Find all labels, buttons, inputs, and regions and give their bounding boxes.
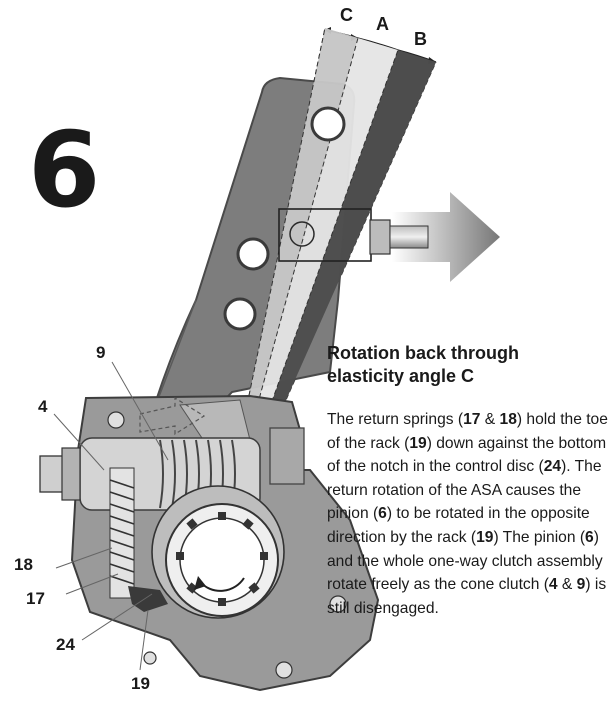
pull-direction-arrow	[392, 192, 500, 282]
callout-19: 19	[131, 674, 150, 693]
callout-24: 24	[56, 635, 75, 654]
caption-body: The return springs (17 & 18) hold the to…	[327, 411, 608, 617]
lever-hole	[223, 297, 257, 331]
lever-hole	[310, 106, 346, 142]
callout-18: 18	[14, 555, 33, 574]
lever-hole	[289, 221, 315, 247]
angle-label-b: B	[414, 29, 427, 49]
callout-leaders	[53, 361, 169, 671]
callout-9: 9	[96, 343, 106, 362]
clevis-rod	[278, 208, 429, 262]
callout-17: 17	[26, 589, 45, 608]
angle-label-c: C	[340, 5, 353, 25]
angle-label-a: A	[376, 14, 389, 34]
callout-4: 4	[38, 397, 48, 416]
adjuster-housing	[39, 394, 380, 692]
lever-hole	[236, 237, 270, 271]
step-number: 6	[28, 109, 100, 231]
